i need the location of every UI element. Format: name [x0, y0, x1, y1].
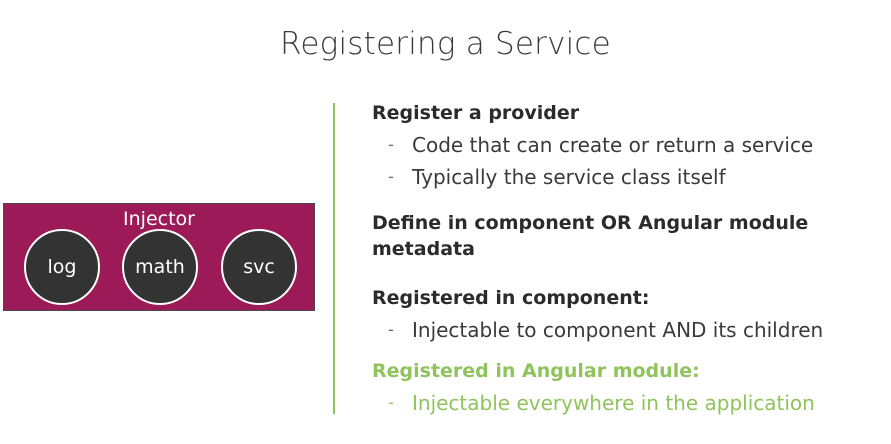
section-heading: Registered in Angular module: — [372, 360, 700, 382]
bullet-text: Injectable to component AND its children — [412, 318, 824, 342]
section-heading: Register a provider — [372, 102, 580, 124]
bullet-text: Code that can create or return a service — [412, 133, 814, 157]
section-heading: Registered in component: — [372, 287, 650, 309]
slide-title: Registering a Service — [280, 26, 611, 62]
section-heading: Define in component OR Angular module me… — [372, 212, 809, 260]
injector-label: Injector — [123, 208, 195, 230]
bullet-item: - Typically the service class itself — [372, 161, 813, 193]
injector-box: Injector log math svc — [3, 203, 315, 311]
bullet-dash: - — [388, 393, 394, 412]
section-define-metadata: Define in component OR Angular module me… — [372, 210, 887, 262]
bullet-dash: - — [388, 135, 394, 154]
service-circle-svc: svc — [221, 229, 297, 305]
bullet-text: Injectable everywhere in the application — [412, 391, 815, 415]
bullet-text: Typically the service class itself — [412, 165, 726, 189]
vertical-divider — [333, 103, 335, 414]
service-circle-log: log — [24, 229, 100, 305]
bullet-item: - Injectable everywhere in the applicati… — [372, 387, 815, 419]
bullet-item: - Injectable to component AND its childr… — [372, 314, 823, 346]
service-circle-math: math — [122, 229, 198, 305]
bullet-dash: - — [388, 320, 394, 339]
bullet-item: - Code that can create or return a servi… — [372, 129, 813, 161]
section-register-provider: Register a provider - Code that can crea… — [372, 100, 813, 193]
section-registered-module: Registered in Angular module: - Injectab… — [372, 358, 815, 419]
section-registered-component: Registered in component: - Injectable to… — [372, 285, 823, 346]
bullet-dash: - — [388, 167, 394, 186]
